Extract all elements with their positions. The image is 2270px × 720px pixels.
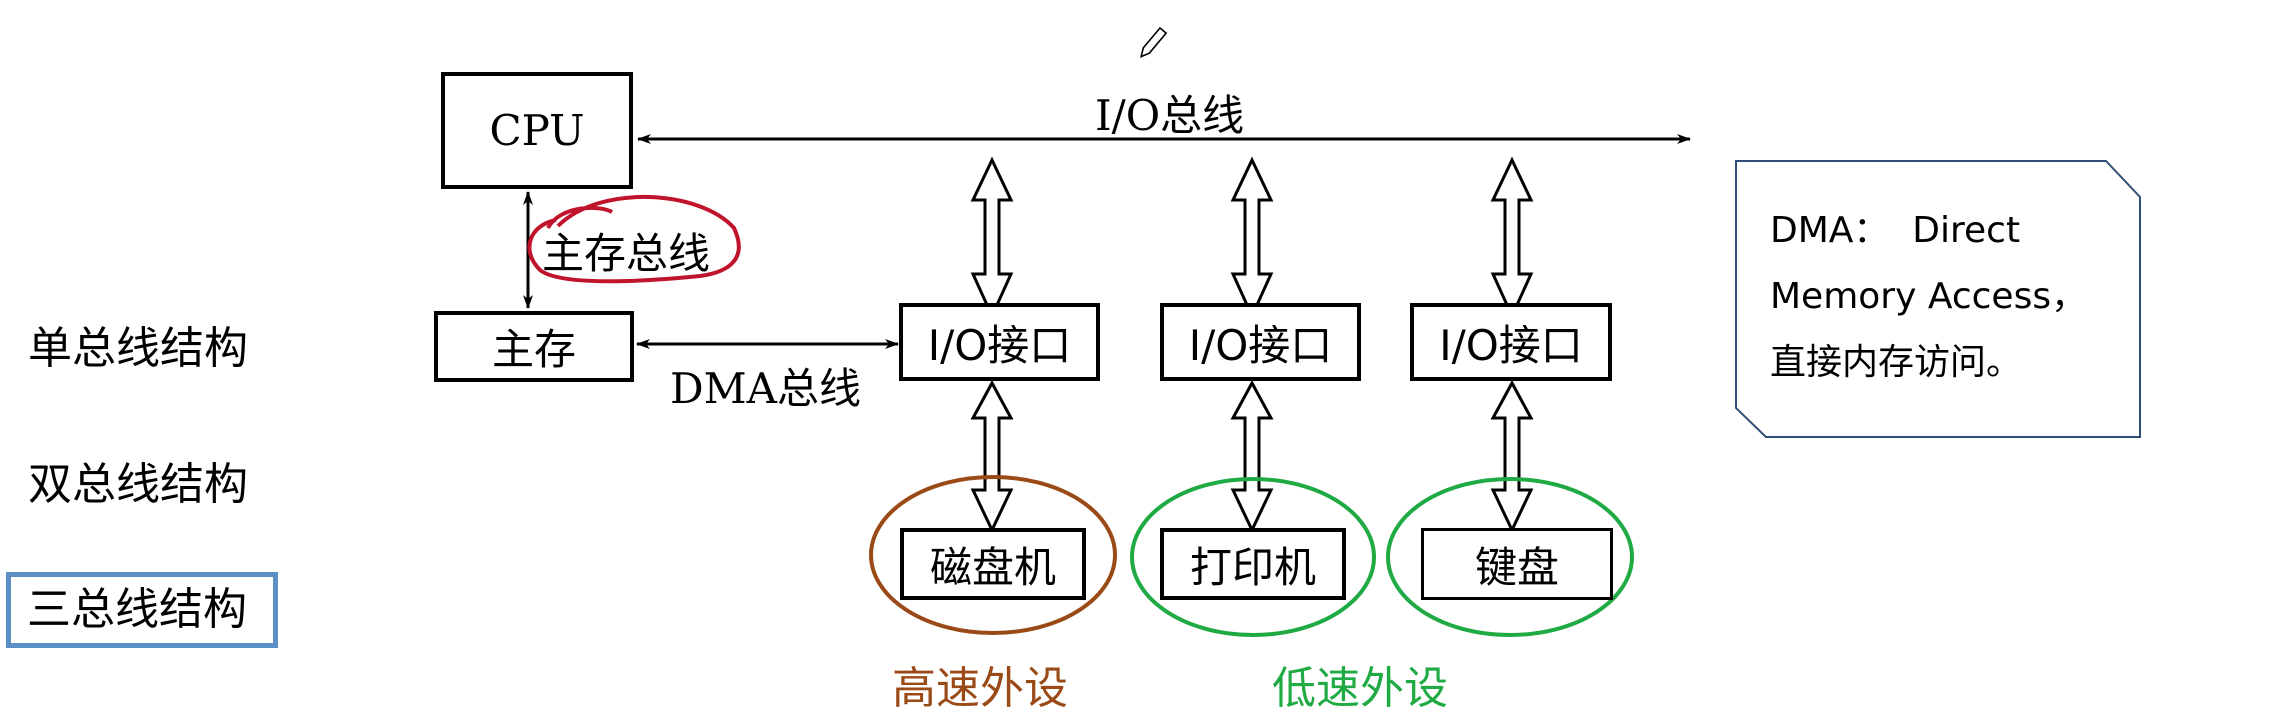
main-memory-box: 主存 [434,311,634,382]
device-box-printer: 打印机 [1160,528,1346,600]
io-bus-label: I/O总线 [1095,91,1245,140]
low-speed-ellipse-printer [1130,477,1376,637]
io-interface-box: I/O接口 [1160,303,1361,381]
cpu-label: CPU [489,106,585,155]
io-interface-label: I/O接口 [1188,320,1333,370]
double-arrow [1490,156,1534,320]
device-label: 键盘 [1474,542,1559,592]
io-interface-box: I/O接口 [899,303,1100,381]
highlight-circle [527,194,741,284]
io-interface-label: I/O接口 [927,320,1072,370]
device-label: 磁盘机 [929,542,1056,592]
dma-note-box [1735,160,2141,438]
cpu-box: CPU [441,72,633,189]
double-arrow [1490,379,1534,534]
low-speed-ellipse-keyboard [1386,477,1634,637]
double-arrow [1230,379,1274,534]
dma-note-line: Memory Access， [1770,276,2088,317]
high-speed-label: 高速外设 [892,663,1068,714]
sidebar-item-dual-bus[interactable]: 双总线结构 [28,459,248,510]
double-arrow [970,379,1014,534]
device-box-keyboard: 键盘 [1421,528,1613,600]
dma-bus-label: DMA总线 [670,364,862,413]
io-interface-label: I/O接口 [1439,320,1583,370]
memory-bus-label: 主存总线 [542,229,711,278]
double-arrow [970,156,1014,320]
low-speed-label: 低速外设 [1272,663,1448,714]
main-memory-label: 主存 [491,325,576,374]
sidebar-item-single-bus[interactable]: 单总线结构 [28,323,248,374]
pencil-icon[interactable] [1138,26,1168,59]
dma-note-line: DMA： Direct [1770,210,2021,251]
double-arrow [1230,156,1274,320]
device-box-disk: 磁盘机 [900,528,1086,600]
io-interface-box: I/O接口 [1410,303,1612,381]
sidebar-item-triple-bus[interactable]: 三总线结构 [6,572,278,648]
dma-note: DMA： Direct Memory Access， 直接内存访问。 [1770,198,2087,396]
device-label: 打印机 [1189,542,1316,592]
dma-note-line: 直接内存访问。 [1770,342,2023,383]
high-speed-ellipse [869,475,1117,635]
